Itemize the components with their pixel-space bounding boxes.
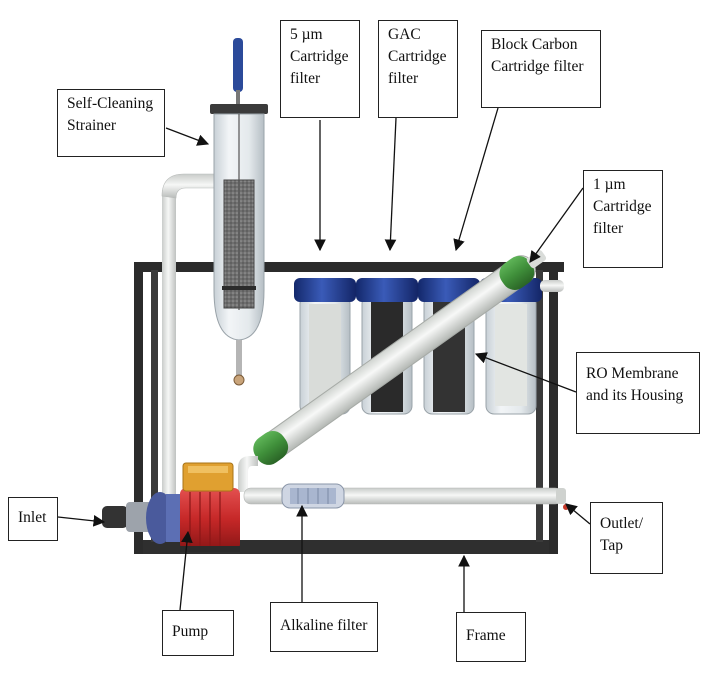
- ro-end-cap-bottom: [253, 430, 289, 465]
- label-pump: Pump: [162, 610, 234, 656]
- arrow-block-carbon: [453, 107, 499, 252]
- self-cleaning-strainer: [210, 38, 268, 386]
- label-frame: Frame: [456, 612, 526, 662]
- pump: [102, 462, 240, 552]
- label-1um-cartridge: 1 µm Cartridge filter: [583, 170, 663, 268]
- label-ro-membrane: RO Membrane and its Housing: [576, 352, 700, 434]
- arrow-ro: [474, 352, 577, 393]
- arrow-inlet: [57, 515, 106, 527]
- strainer-drain: [236, 340, 242, 376]
- strainer-handle: [233, 38, 243, 92]
- label-outlet-tap: Outlet/ Tap: [590, 502, 663, 574]
- frame-right-post-outer: [549, 262, 558, 554]
- outlet-elbow-top: [540, 280, 564, 292]
- label-5um-cartridge: 5 µm Cartridge filter: [280, 20, 360, 118]
- frame-left-post-outer: [134, 262, 143, 554]
- cartridge-cap-gac: [356, 278, 418, 302]
- cartridge-cap-5um: [294, 278, 356, 302]
- frame-right-post-inner: [536, 270, 543, 542]
- label-block-carbon-cartridge: Block Carbon Cartridge filter: [481, 30, 601, 108]
- arrow-strainer: [165, 127, 210, 146]
- arrow-1um: [529, 187, 584, 263]
- inlet-connector: [102, 506, 128, 528]
- alkaline-filter: [281, 483, 345, 509]
- frame-top-rail: [134, 262, 564, 272]
- strainer-feed-pipe: [161, 173, 215, 510]
- ro-end-cap-top: [499, 256, 535, 290]
- label-self-cleaning-strainer: Self-Cleaning Strainer: [57, 89, 165, 157]
- label-inlet: Inlet: [8, 497, 58, 541]
- label-gac-cartridge: GAC Cartridge filter: [378, 20, 458, 118]
- strainer-top-lid: [210, 104, 268, 114]
- ro-membrane-housing: [253, 250, 547, 465]
- arrow-gac: [384, 117, 397, 252]
- arrow-outlet: [565, 503, 591, 525]
- frame-left-post-inner: [151, 270, 158, 542]
- label-alkaline-filter: Alkaline filter: [270, 602, 378, 652]
- arrow-pump: [179, 530, 193, 611]
- callout-arrows: [57, 107, 591, 612]
